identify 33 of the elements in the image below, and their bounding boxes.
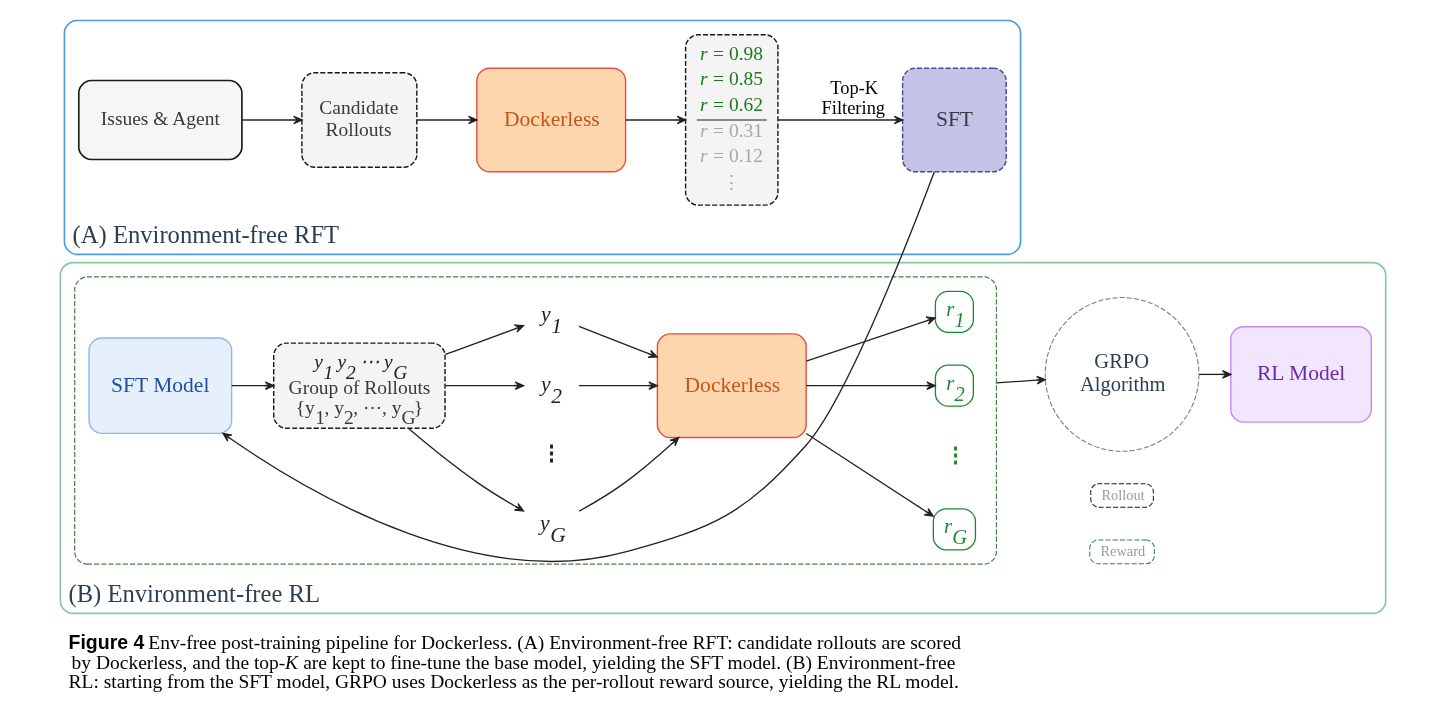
cluster — [73, 276, 997, 565]
arrow — [221, 171, 935, 563]
arrow — [444, 381, 524, 391]
arrow — [577, 325, 658, 359]
node-circle: GRPO Algorithm — [1044, 297, 1199, 452]
arrow — [805, 432, 934, 517]
node-box: Dockerless — [656, 333, 807, 439]
arrow — [805, 316, 936, 362]
node-box: SFT — [901, 67, 1007, 173]
arrow — [995, 375, 1046, 385]
label: ⋮ — [540, 441, 562, 464]
arrow — [444, 324, 524, 356]
arrow — [578, 436, 679, 512]
caption: Figure 4 Env-free post-training pipeline for Dockerless. (A) Environment-free RFT: candidate rollouts are scored by Dockerless, and the top-K are kept to fine-tune the base model, yielding the SFT model. (B) Environment-free RL: starting from the SFT model, GRPO uses Dockerless as the per-rollout reward source, yielding the RL model. — [68, 631, 961, 693]
arrow — [805, 381, 936, 391]
arrow — [1198, 370, 1231, 379]
node-box: SFT Model — [87, 337, 232, 435]
node-box: RL Model — [1229, 325, 1372, 423]
arrow — [240, 115, 303, 125]
node-box: Candidate Rollouts — [300, 72, 418, 168]
arrow — [415, 115, 477, 125]
label: ⋮ — [944, 443, 966, 466]
node-box: Dockerless — [475, 67, 626, 173]
node-box: r = 0.98 r = 0.85 r = 0.62 r = 0.31 r = 0.12 ⋮ — [684, 34, 779, 206]
arrow — [407, 427, 524, 512]
node-box: Issues & Agent — [77, 79, 243, 161]
arrow — [776, 115, 903, 125]
node-box: Rollout — [1089, 483, 1154, 508]
arrow — [624, 115, 686, 125]
arrow — [577, 381, 658, 391]
edge-label: Top-K Filtering — [821, 77, 885, 119]
arrow — [230, 381, 274, 391]
node-box: Reward — [1088, 539, 1155, 565]
